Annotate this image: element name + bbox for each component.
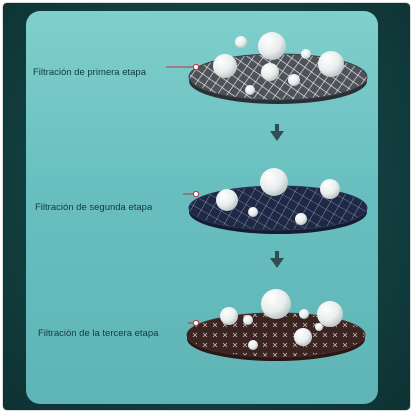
stage-2-particles [216, 168, 340, 225]
arrow-down-icon [270, 251, 284, 268]
stage-3-particles [220, 289, 343, 350]
arrow-down-icon [270, 124, 284, 141]
stage-1-label: Filtración de primera etapa [33, 67, 146, 78]
stage-2-connector [183, 190, 200, 198]
stage-2-label: Filtración de segunda etapa [35, 202, 153, 213]
stage-3-label: Filtración de la tercera etapa [38, 328, 159, 339]
stage-1-connector [166, 63, 200, 71]
stage-1-particles [213, 32, 344, 95]
stage-3-connector [188, 319, 200, 327]
